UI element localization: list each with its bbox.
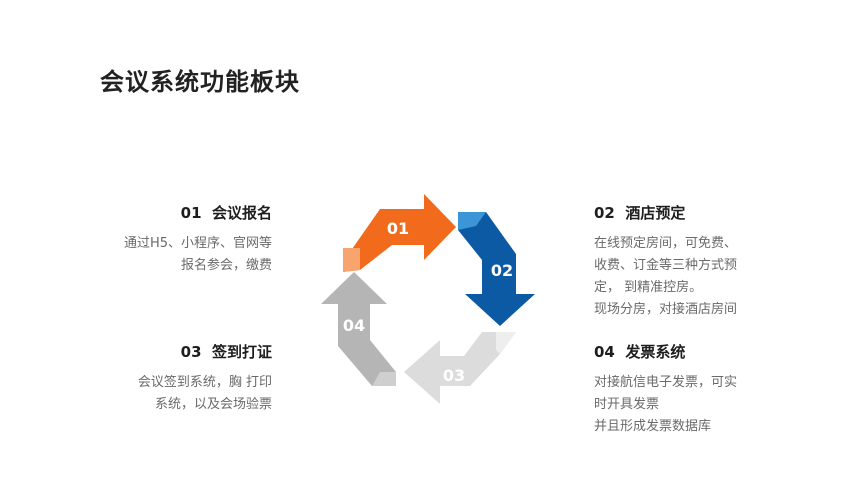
step-03-line-2: 系统，以及会场验票: [154, 397, 272, 412]
arrow-02-fold: [458, 212, 486, 230]
arrow-02-body: [458, 212, 535, 326]
step-02-description: 在线预定房间，可免费、 收费、订金等三种方式预 定， 到精准控房。 现场分房，对…: [594, 233, 784, 321]
step-02-block: 02 酒店预定 在线预定房间，可免费、 收费、订金等三种方式预 定， 到精准控房…: [594, 202, 784, 321]
step-02-line-4: 现场分房，对接酒店房间: [594, 302, 738, 317]
step-02-heading: 02 酒店预定: [594, 202, 784, 223]
step-04-line-2: 时开具发票: [594, 397, 660, 412]
arrow-03-fold: [496, 332, 516, 354]
arrow-03-body: [404, 332, 516, 404]
step-04-title: 发票系统: [625, 343, 686, 361]
arrow-04-fold: [372, 372, 396, 386]
step-03-description: 会议签到系统，胸 打印 系统，以及会场验票: [52, 372, 272, 416]
page-title: 会议系统功能板块: [100, 68, 300, 96]
step-04-block: 04 发票系统 对接航信电子发票，可实 时开具发票 并且形成发票数据库: [594, 341, 784, 438]
arrow-03-label: 03: [443, 366, 465, 385]
step-01-line-1: 通过H5、小程序、官网等: [123, 236, 272, 251]
step-03-line-1: 会议签到系统，胸 打印: [137, 375, 272, 390]
step-01-title: 会议报名: [211, 204, 272, 222]
step-04-line-3: 并且形成发票数据库: [594, 419, 712, 434]
arrow-04-label: 04: [343, 316, 365, 335]
arrow-02: 02: [458, 212, 535, 326]
arrow-01-fold: [343, 248, 360, 272]
arrow-01: 01: [343, 194, 456, 272]
step-02-number: 02: [594, 204, 615, 222]
step-04-description: 对接航信电子发票，可实 时开具发票 并且形成发票数据库: [594, 372, 784, 438]
step-03-heading: 03 签到打证: [52, 341, 272, 362]
step-03-number: 03: [180, 343, 202, 361]
arrow-04: 04: [321, 272, 396, 386]
step-01-heading: 01 会议报名: [52, 202, 272, 223]
step-02-line-1: 在线预定房间，可免费、: [594, 236, 738, 251]
step-02-title: 酒店预定: [625, 204, 686, 222]
arrow-03: 03: [404, 332, 516, 404]
arrow-04-body: [321, 272, 396, 386]
step-04-line-1: 对接航信电子发票，可实: [594, 375, 738, 390]
arrow-02-label: 02: [491, 261, 513, 280]
step-04-heading: 04 发票系统: [594, 341, 784, 362]
step-02-line-3: 定， 到精准控房。: [594, 280, 703, 295]
step-01-description: 通过H5、小程序、官网等 报名参会，缴费: [52, 233, 272, 277]
step-01-line-2: 报名参会，缴费: [180, 258, 272, 273]
arrow-01-body: [343, 194, 456, 272]
step-01-block: 01 会议报名 通过H5、小程序、官网等 报名参会，缴费: [52, 202, 272, 277]
step-03-block: 03 签到打证 会议签到系统，胸 打印 系统，以及会场验票: [52, 341, 272, 416]
step-04-number: 04: [594, 343, 615, 361]
step-02-line-2: 收费、订金等三种方式预: [594, 258, 738, 273]
step-03-title: 签到打证: [211, 343, 272, 361]
step-01-number: 01: [180, 204, 202, 222]
arrow-01-label: 01: [387, 219, 409, 238]
